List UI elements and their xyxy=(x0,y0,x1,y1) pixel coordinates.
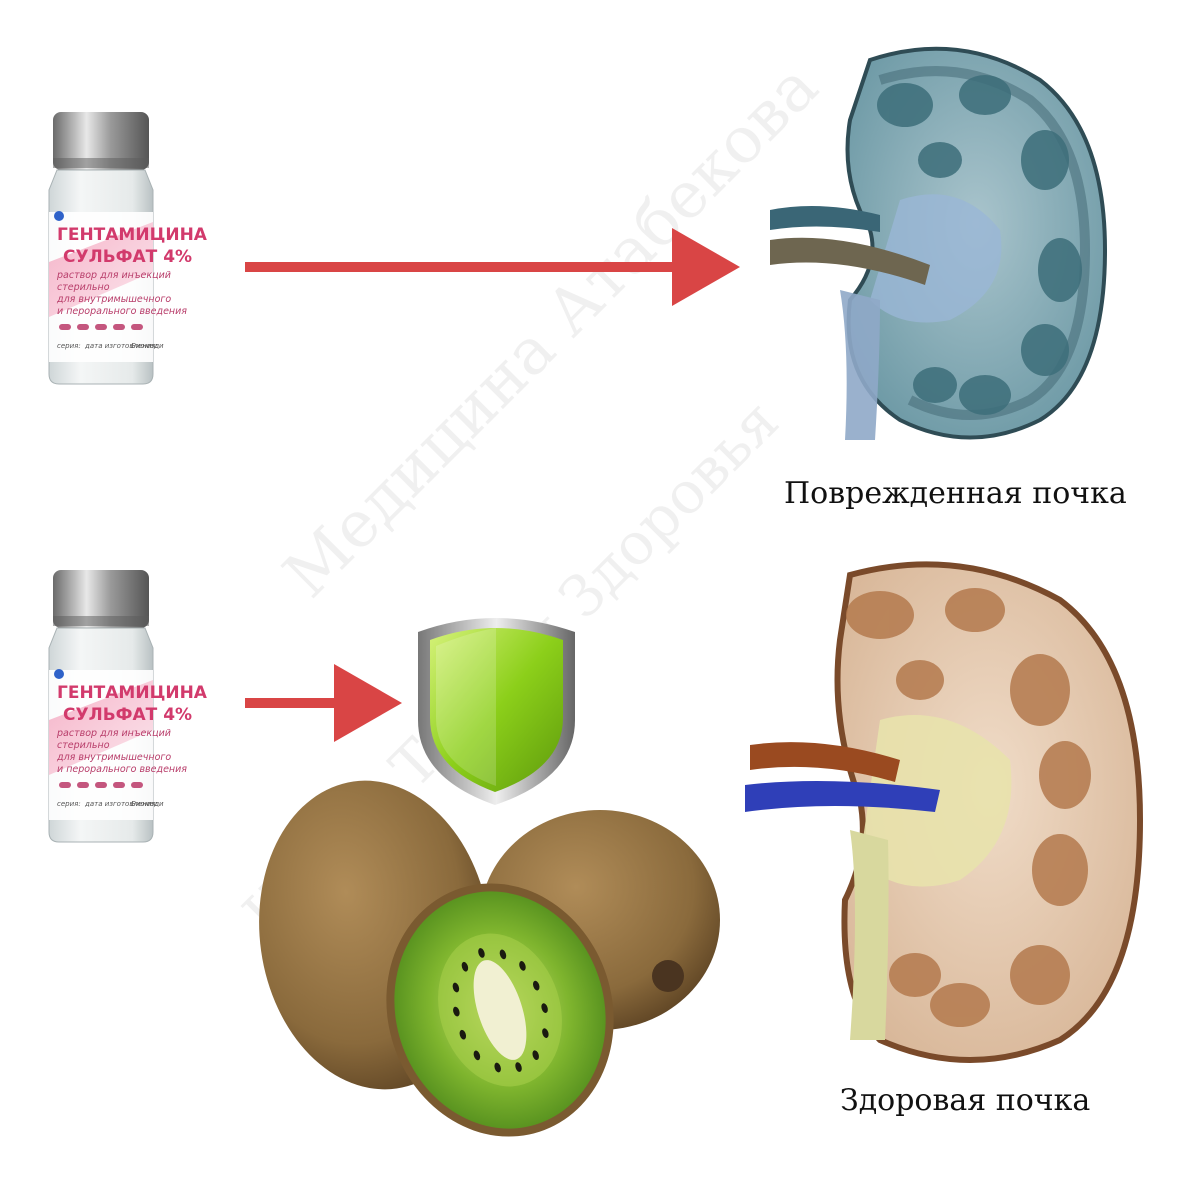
vial-name: СУЛЬФАТ 4% xyxy=(63,247,192,267)
artery-icon xyxy=(750,742,900,782)
kiwi-half xyxy=(386,883,614,1137)
vial-footer-right: Биомеди xyxy=(131,342,164,350)
arrow-to-damaged-kidney-icon xyxy=(245,228,740,306)
vial-footer-right: Биомеди xyxy=(131,800,164,808)
vial-footer-mid: дата изготовления: xyxy=(84,342,158,350)
vial-footer-mid: дата изготовления: xyxy=(84,800,158,808)
vial-brand: ГЕНТАМИЦИНА xyxy=(57,683,208,703)
kiwi-seeds xyxy=(452,948,549,1073)
healthy-kidney xyxy=(745,561,1144,1063)
vial-desc-1: раствор для инъекций xyxy=(56,270,171,281)
damaged-kidney-caption: Поврежденная почка xyxy=(784,476,1127,511)
kiwi-stem-icon xyxy=(652,960,684,992)
healthy-kidney-pyramids xyxy=(846,588,1091,1027)
vial-desc-1: раствор для инъекций xyxy=(56,728,171,739)
vial-desc-4: и перорального введения xyxy=(57,306,187,317)
shield-icon xyxy=(418,618,575,805)
damaged-kidney xyxy=(770,46,1108,440)
vial-brand: ГЕНТАМИЦИНА xyxy=(57,225,208,245)
arrow-to-shield-icon xyxy=(245,664,402,742)
vial-desc-4: и перорального введения xyxy=(57,764,187,775)
gentamicin-vial-top: ГЕНТАМИЦИНА СУЛЬФАТ 4% раствор для инъек… xyxy=(48,112,208,385)
animal-icons xyxy=(59,782,143,788)
vial-name: СУЛЬФАТ 4% xyxy=(63,705,192,725)
vial-footer-left: серия: xyxy=(57,800,81,808)
vial-footer-left: серия: xyxy=(57,342,81,350)
vial-desc-3: для внутримышечного xyxy=(56,752,171,763)
vein-icon xyxy=(745,781,940,812)
healthy-kidney-caption: Здоровая почка xyxy=(840,1083,1091,1118)
vial-desc-2: стерильно xyxy=(57,282,110,293)
gentamicin-vial-bottom: ГЕНТАМИЦИНА СУЛЬФАТ 4% раствор для инъек… xyxy=(48,570,208,843)
kiwi-fruits xyxy=(259,780,720,1137)
ureter xyxy=(850,830,889,1040)
vial-desc-2: стерильно xyxy=(57,740,110,751)
animal-icons xyxy=(59,324,143,330)
damaged-kidney-pyramids xyxy=(877,75,1082,415)
vial-desc-3: для внутримышечного xyxy=(56,294,171,305)
